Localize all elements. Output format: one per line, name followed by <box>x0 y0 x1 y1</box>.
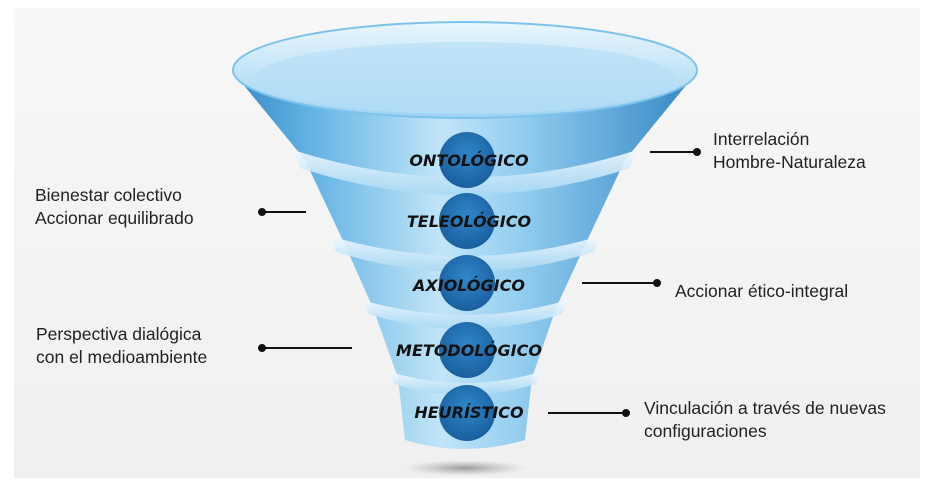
note-metodologico-line2: con el medioambiente <box>36 347 208 367</box>
funnel-ring-1 <box>293 150 637 195</box>
level-circle-axiologico <box>439 255 495 311</box>
note-heuristico: Vinculación a través de nuevas configura… <box>644 397 886 443</box>
note-metodologico-line1: Perspectiva dialógica <box>36 324 202 344</box>
note-heuristico-line1: Vinculación a través de nuevas <box>644 398 886 418</box>
note-teleologico-line2: Accionar equilibrado <box>35 208 194 228</box>
note-ontologico-line1: Interrelación <box>713 129 810 149</box>
level-circle-ontologico <box>439 132 495 188</box>
connector-dot-heuristico <box>622 409 630 417</box>
level-circle-heuristico <box>439 385 495 441</box>
connector-dot-teleologico <box>258 208 266 216</box>
funnel-ring-2 <box>330 236 600 272</box>
level-label-teleologico: TELEOLÓGICO <box>407 212 532 231</box>
funnel-shadow <box>403 460 527 476</box>
note-teleologico: Bienestar colectivo Accionar equilibrado <box>35 184 194 230</box>
note-axiologico-line1: Accionar ético-integral <box>675 281 849 301</box>
note-ontologico-line2: Hombre-Naturaleza <box>713 152 866 172</box>
level-label-axiologico: AXIOLÓGICO <box>411 276 525 295</box>
connector-dot-metodologico <box>258 344 266 352</box>
level-circle-teleologico <box>439 193 495 249</box>
connectors <box>258 148 701 417</box>
level-label-metodologico: METODOLÓGICO <box>396 341 542 360</box>
note-teleologico-line1: Bienestar colectivo <box>35 185 182 205</box>
funnel-ring-3 <box>362 300 568 329</box>
note-heuristico-line2: configuraciones <box>644 421 767 441</box>
connector-dot-axiologico <box>653 279 661 287</box>
note-metodologico: Perspectiva dialógica con el medioambien… <box>36 323 207 369</box>
level-circle-metodologico <box>439 322 495 378</box>
level-label-ontologico: ONTOLÓGICO <box>409 151 529 170</box>
note-axiologico: Accionar ético-integral <box>675 280 848 303</box>
funnel-ring-4 <box>390 372 540 395</box>
funnel-top-inner <box>255 42 675 114</box>
level-label-heuristico: HEURÍSTICO <box>414 403 524 422</box>
connector-dot-ontologico <box>693 148 701 156</box>
note-ontologico: Interrelación Hombre-Naturaleza <box>713 128 866 174</box>
